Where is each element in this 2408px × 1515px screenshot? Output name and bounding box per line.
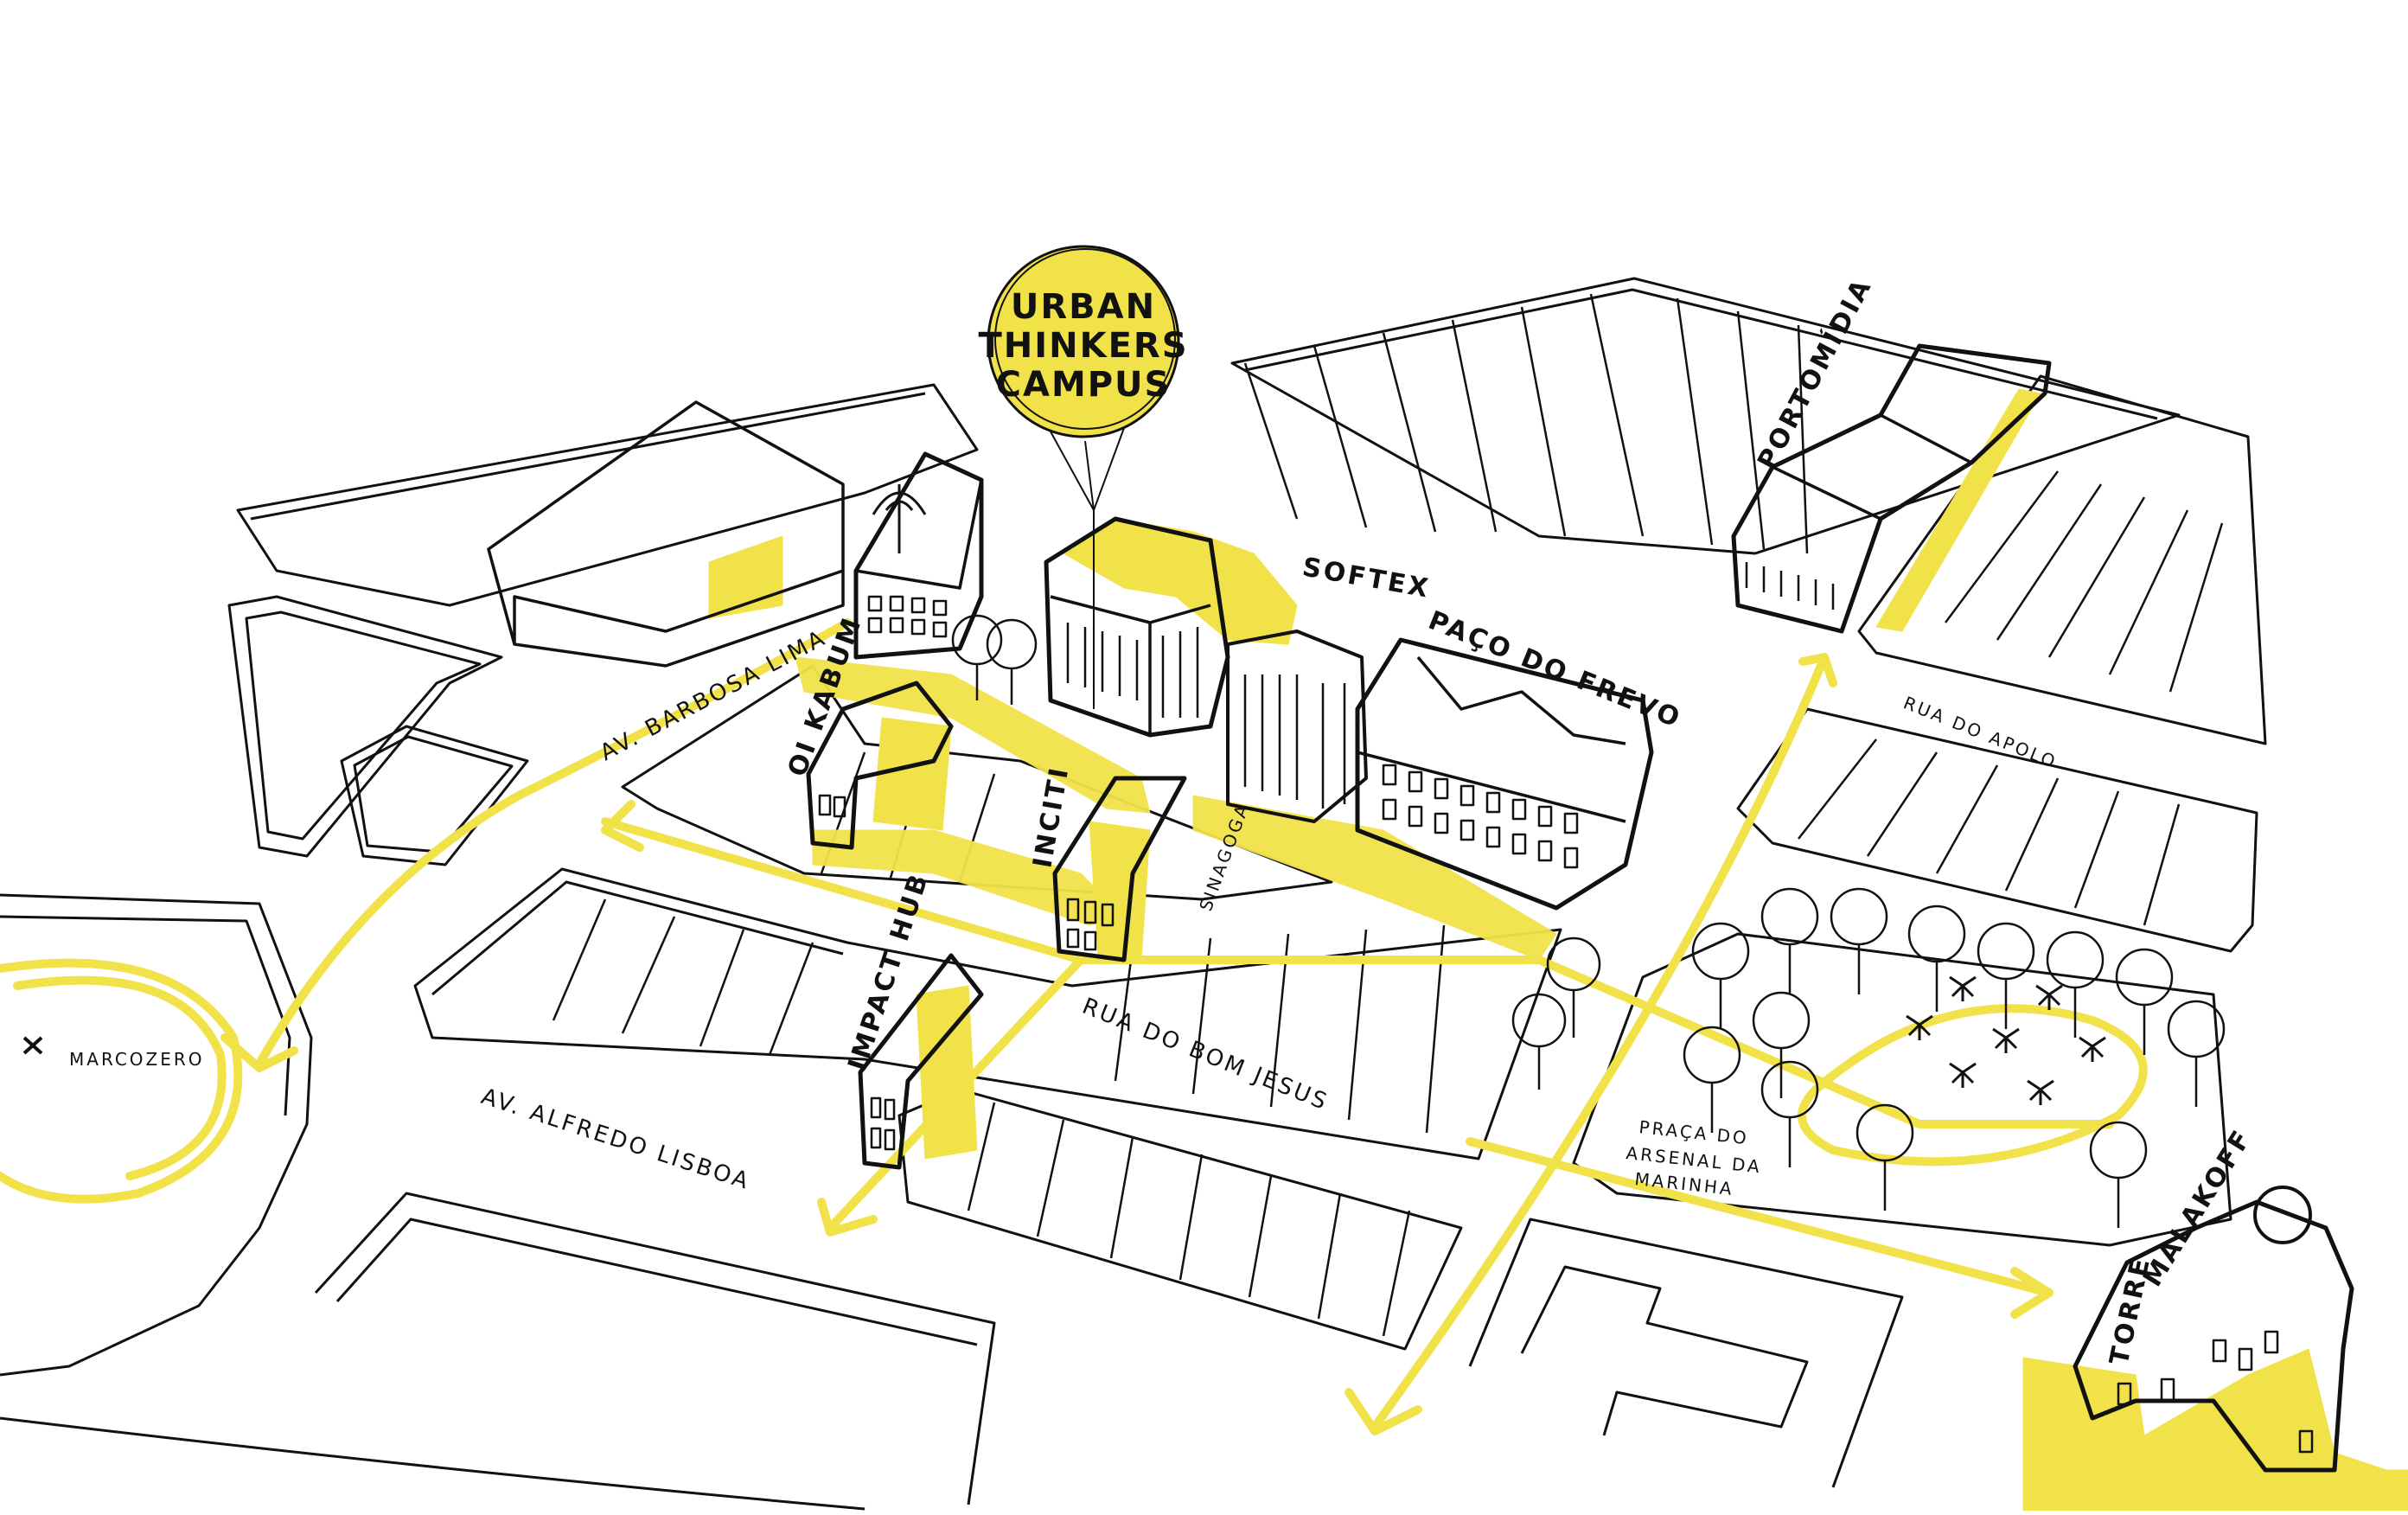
building-softex (1226, 630, 1368, 823)
lot-stripes (552, 293, 2224, 1337)
building-torre-malakoff (2073, 1199, 2354, 1473)
yellow-routes (0, 618, 2148, 1431)
route-torre (1466, 1137, 2054, 1297)
antenna-icon (872, 484, 927, 553)
balloon-line-1: URBAN (1011, 287, 1156, 327)
label-softex: SOFTEX (1300, 552, 1434, 604)
building-impact-hub (858, 953, 984, 1170)
label-rua-do-bom-jesus: RUA DO BOM JESUS (1078, 994, 1332, 1116)
buildings (487, 343, 2354, 1473)
block-triangle-inner (245, 610, 482, 841)
block-south-lower-inner (335, 1218, 978, 1346)
block-south-west (413, 867, 1562, 1160)
block-east-south (1736, 707, 2258, 953)
malakoff-dome (2253, 1186, 2312, 1244)
highlight-oi-kabum (872, 717, 952, 831)
building-portomidia (1731, 343, 2052, 634)
building-paco-do-frevo (1355, 637, 1654, 911)
block-small-square (340, 725, 529, 866)
route-bom-jesus (601, 817, 2114, 1128)
block-north-center-inner (1244, 288, 2158, 420)
palm-trees (1906, 975, 2106, 1105)
label-rua-do-apolo: RUA DO APOLO (1900, 692, 2060, 772)
block-triangle (227, 595, 503, 858)
route-alfredo (826, 956, 1085, 1232)
route-apolo-south (1370, 653, 1829, 1431)
marcozero-marker-icon (22, 1036, 43, 1055)
label-praca-line-1: PRAÇA DO (1638, 1116, 1749, 1148)
block-north-west (236, 383, 979, 607)
route-marcozero-loop (0, 958, 243, 1204)
building-inciti (1052, 776, 1187, 962)
balloon-line-2: THINKERS (978, 326, 1188, 366)
route-marcozero-loop-2 (13, 975, 227, 1180)
block-small-square-inner (353, 735, 514, 853)
balloon-strings (1045, 423, 1125, 709)
block-north-center (1230, 277, 2181, 555)
block-far-west (0, 893, 313, 1377)
building-oi-kabum (806, 681, 954, 850)
label-marcozero: MARCOZERO (69, 1049, 205, 1070)
route-arrowheads (220, 653, 2054, 1435)
route-praca-loop (1798, 1004, 2148, 1167)
highlight-rooftop (1063, 518, 1298, 645)
block-south-lower (314, 1192, 996, 1505)
building-antenna-tower (853, 451, 984, 660)
label-paco-do-frevo: PAÇO DO FREVO (1424, 605, 1686, 735)
street-south-curve (0, 1416, 865, 1511)
label-av-alfredo-lisboa: AV. ALFREDO LISBOA (478, 1084, 754, 1195)
highlight-west-wall (708, 535, 783, 619)
block-north-west-inner (250, 392, 926, 521)
block-south-west-inner (431, 880, 844, 996)
balloon-line-3: CAMPUS (996, 365, 1172, 405)
trees (951, 614, 2226, 1228)
block-south-east (1468, 1218, 1904, 1488)
urban-thinkers-balloon: URBAN THINKERS CAMPUS (978, 245, 1188, 438)
highlight-inciti (1089, 821, 1151, 961)
highlight-street-1 (795, 656, 1151, 814)
highlight-portomidia (1875, 388, 2041, 632)
building-urban-thinkers (1044, 516, 1230, 738)
block-south-center (897, 1088, 1463, 1351)
block-south-east-bldg (1520, 1265, 1809, 1436)
highlight-torre-ground (2022, 1348, 2408, 1512)
label-portomidia: PORTOMÍDIA (1751, 272, 1878, 475)
block-far-west-inner (0, 915, 291, 1116)
route-barbosa-lima (255, 618, 852, 1068)
